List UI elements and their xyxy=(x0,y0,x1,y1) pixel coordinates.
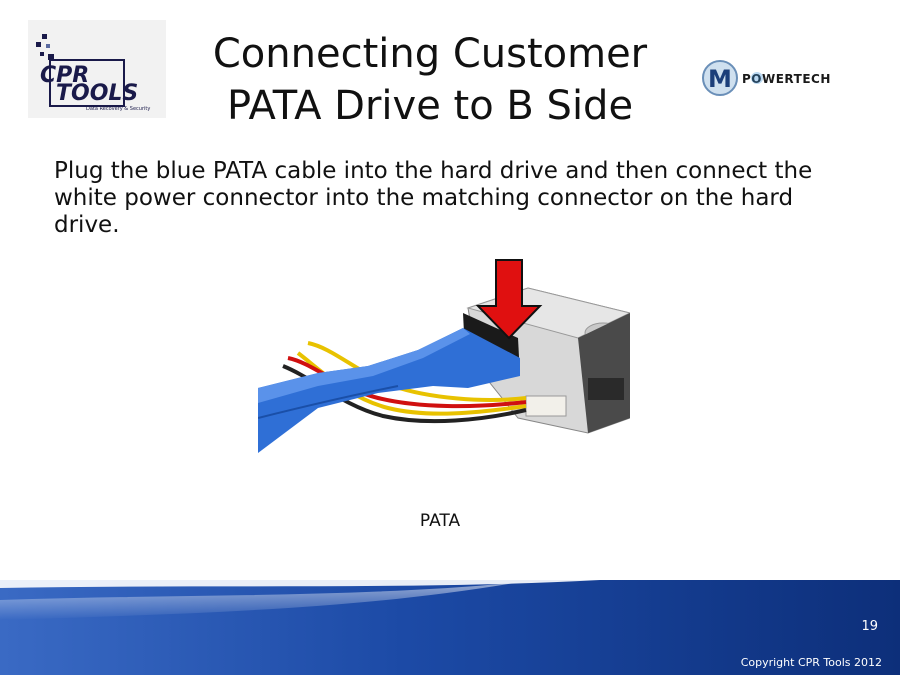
page-number: 19 xyxy=(861,619,878,634)
svg-text:POWERTECH: POWERTECH xyxy=(742,72,831,86)
title-line-2: PATA Drive to B Side xyxy=(226,83,634,129)
body-paragraph: Plug the blue PATA cable into the hard d… xyxy=(54,158,813,238)
cpr-tools-logo: CPR TOOLS Data Recovery & Security xyxy=(28,20,166,118)
svg-text:M: M xyxy=(708,65,732,93)
pata-cable-photo xyxy=(257,258,632,463)
svg-text:CPR: CPR xyxy=(40,63,89,88)
footer-band xyxy=(0,580,900,675)
copyright-text: Copyright CPR Tools 2012 xyxy=(740,656,882,669)
photo-caption: PATA xyxy=(419,511,461,531)
svg-text:TOOLS: TOOLS xyxy=(56,81,138,106)
svg-text:Data Recovery & Security: Data Recovery & Security xyxy=(86,106,150,112)
slide-title: Connecting Customer PATA Drive to B Side xyxy=(180,28,680,132)
powertech-logo: M POWERTECH xyxy=(700,58,852,98)
title-line-1: Connecting Customer xyxy=(212,31,648,77)
